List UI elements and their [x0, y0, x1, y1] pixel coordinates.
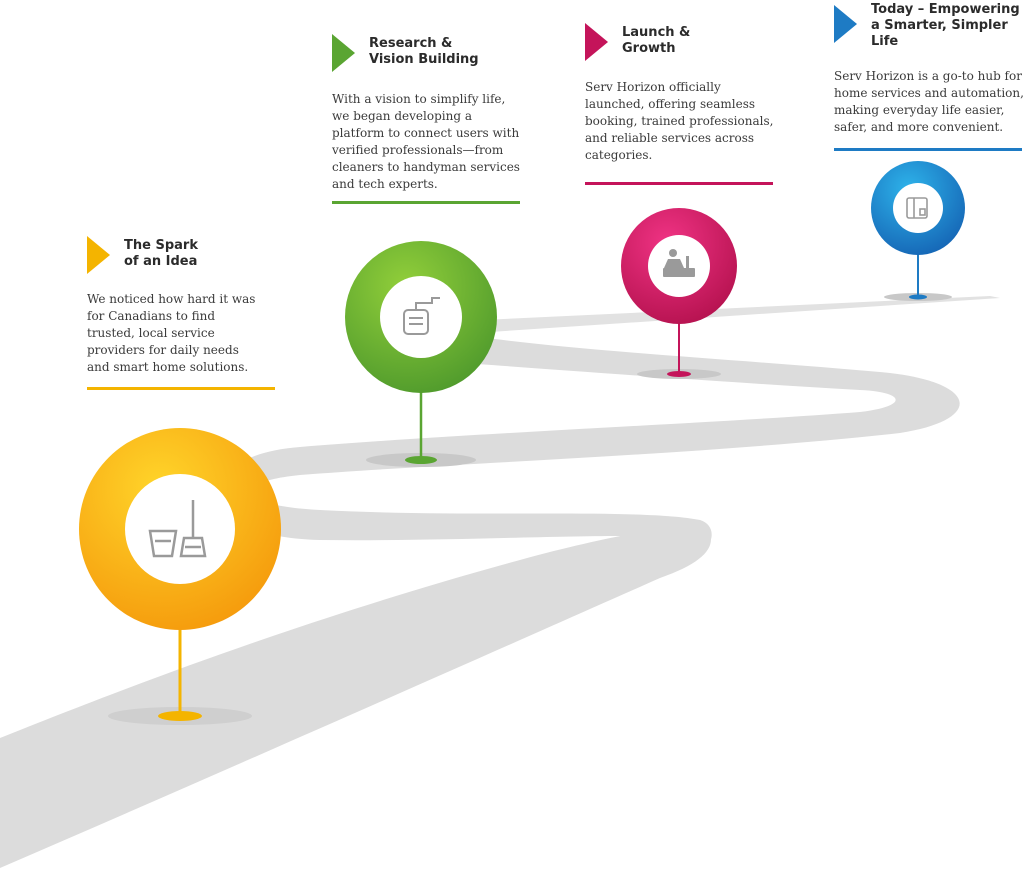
launch-flag-icon — [585, 23, 608, 61]
road-middle-segment — [216, 334, 960, 562]
cleaning-bucket-mop-icon — [148, 500, 207, 558]
spark-title: The Spark of an Idea — [124, 238, 198, 269]
spark-underline — [87, 387, 275, 390]
launch-title: Launch & Growth — [622, 25, 691, 56]
road-far-segment — [440, 296, 1000, 334]
research-pin — [345, 241, 497, 467]
research-description: With a vision to simplify life, we began… — [332, 92, 520, 191]
vacuum-cleaner-icon — [403, 297, 440, 335]
today-title: Today – Empowering a Smarter, Simpler Li… — [871, 2, 1020, 49]
today-pin-center — [893, 183, 943, 233]
today-flag-icon — [834, 5, 857, 43]
road-near-segment — [0, 520, 711, 868]
launch-pin — [621, 208, 737, 379]
research-title: Research & Vision Building — [369, 36, 479, 67]
today-pin — [871, 161, 965, 301]
spark-pin — [79, 428, 281, 725]
research-underline — [332, 201, 520, 204]
today-underline — [834, 148, 1022, 151]
smart-home-panel-icon — [906, 197, 928, 219]
launch-description: Serv Horizon officially launched, offeri… — [585, 80, 774, 162]
launch-underline — [585, 182, 773, 185]
spark-pin-center — [125, 474, 235, 584]
research-flag-icon — [332, 34, 355, 72]
spark-flag-icon — [87, 236, 110, 274]
spark-description: We noticed how hard it was for Canadians… — [87, 292, 256, 374]
handyman-worker-icon — [663, 249, 695, 277]
today-description: Serv Horizon is a go-to hub for home ser… — [834, 69, 1024, 134]
